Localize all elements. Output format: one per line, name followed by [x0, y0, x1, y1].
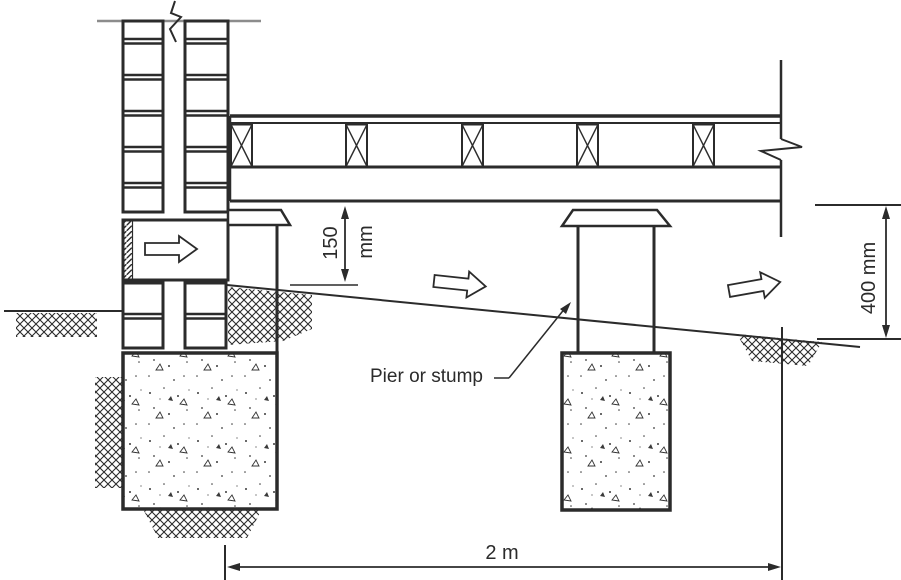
airflow-arrow-icon	[432, 269, 488, 300]
earth-hatch-below-footing	[143, 509, 262, 538]
dimension-400mm: 400 mm	[815, 204, 901, 340]
earth-hatch-left-ground	[16, 313, 97, 337]
footing-middle	[560, 351, 672, 512]
earth-hatch-right-of-wall	[228, 287, 312, 345]
airflow-arrows	[432, 269, 782, 300]
leader-line	[508, 306, 567, 379]
wall-break-line-icon	[168, 0, 183, 43]
dim-150-value: 150	[320, 226, 342, 259]
joist-section	[692, 123, 715, 168]
footing-left	[121, 351, 279, 511]
dim-150-unit: mm	[355, 225, 377, 258]
dim-400-text: 400 mm	[858, 242, 880, 314]
ground-line-sloping	[226, 284, 861, 348]
dim-arrow-down-icon	[341, 269, 349, 282]
floor-cut-line	[757, 60, 803, 237]
subwall-joints	[123, 312, 226, 320]
dim-arrow-right-icon	[768, 563, 781, 571]
pier-at-wall	[226, 208, 293, 353]
ant-cap-middle	[559, 208, 673, 228]
subwall-leaf-inner	[183, 281, 228, 350]
pier-middle	[559, 208, 673, 353]
earth-hatch-beside-footing	[95, 377, 124, 488]
dim-arrow-left-icon	[227, 563, 240, 571]
subfloor-vent	[121, 218, 230, 282]
airflow-arrow-icon	[144, 234, 199, 264]
floor-assembly	[228, 60, 803, 237]
vent-grille-hatch	[122, 219, 134, 281]
ant-cap-left	[226, 208, 293, 227]
dim-arrow-up-icon	[882, 206, 890, 219]
joist-sections	[230, 123, 715, 168]
joist-section	[345, 123, 368, 168]
pier-label: Pier or stump	[370, 366, 483, 387]
dim-2m-text: 2 m	[485, 542, 518, 564]
ground	[4, 284, 861, 538]
subwall-leaf-outer	[121, 281, 165, 350]
airflow-arrow-icon	[726, 270, 782, 300]
dimension-150mm: 150 mm	[290, 206, 377, 286]
brick-joints	[123, 37, 228, 189]
floor-break-line-icon	[757, 138, 803, 161]
leader-arrow-icon	[560, 302, 571, 314]
dim-arrow-down-icon	[882, 325, 890, 338]
wall-below-vent	[121, 281, 228, 350]
joist-section	[461, 123, 484, 168]
dim-arrow-up-icon	[341, 206, 349, 219]
joist-section	[230, 123, 253, 168]
brick-wall	[97, 0, 261, 214]
dimension-2m: 2 m	[224, 327, 783, 580]
joist-section	[576, 123, 599, 168]
footings	[121, 351, 672, 512]
pier-label-group: Pier or stump	[370, 302, 571, 387]
